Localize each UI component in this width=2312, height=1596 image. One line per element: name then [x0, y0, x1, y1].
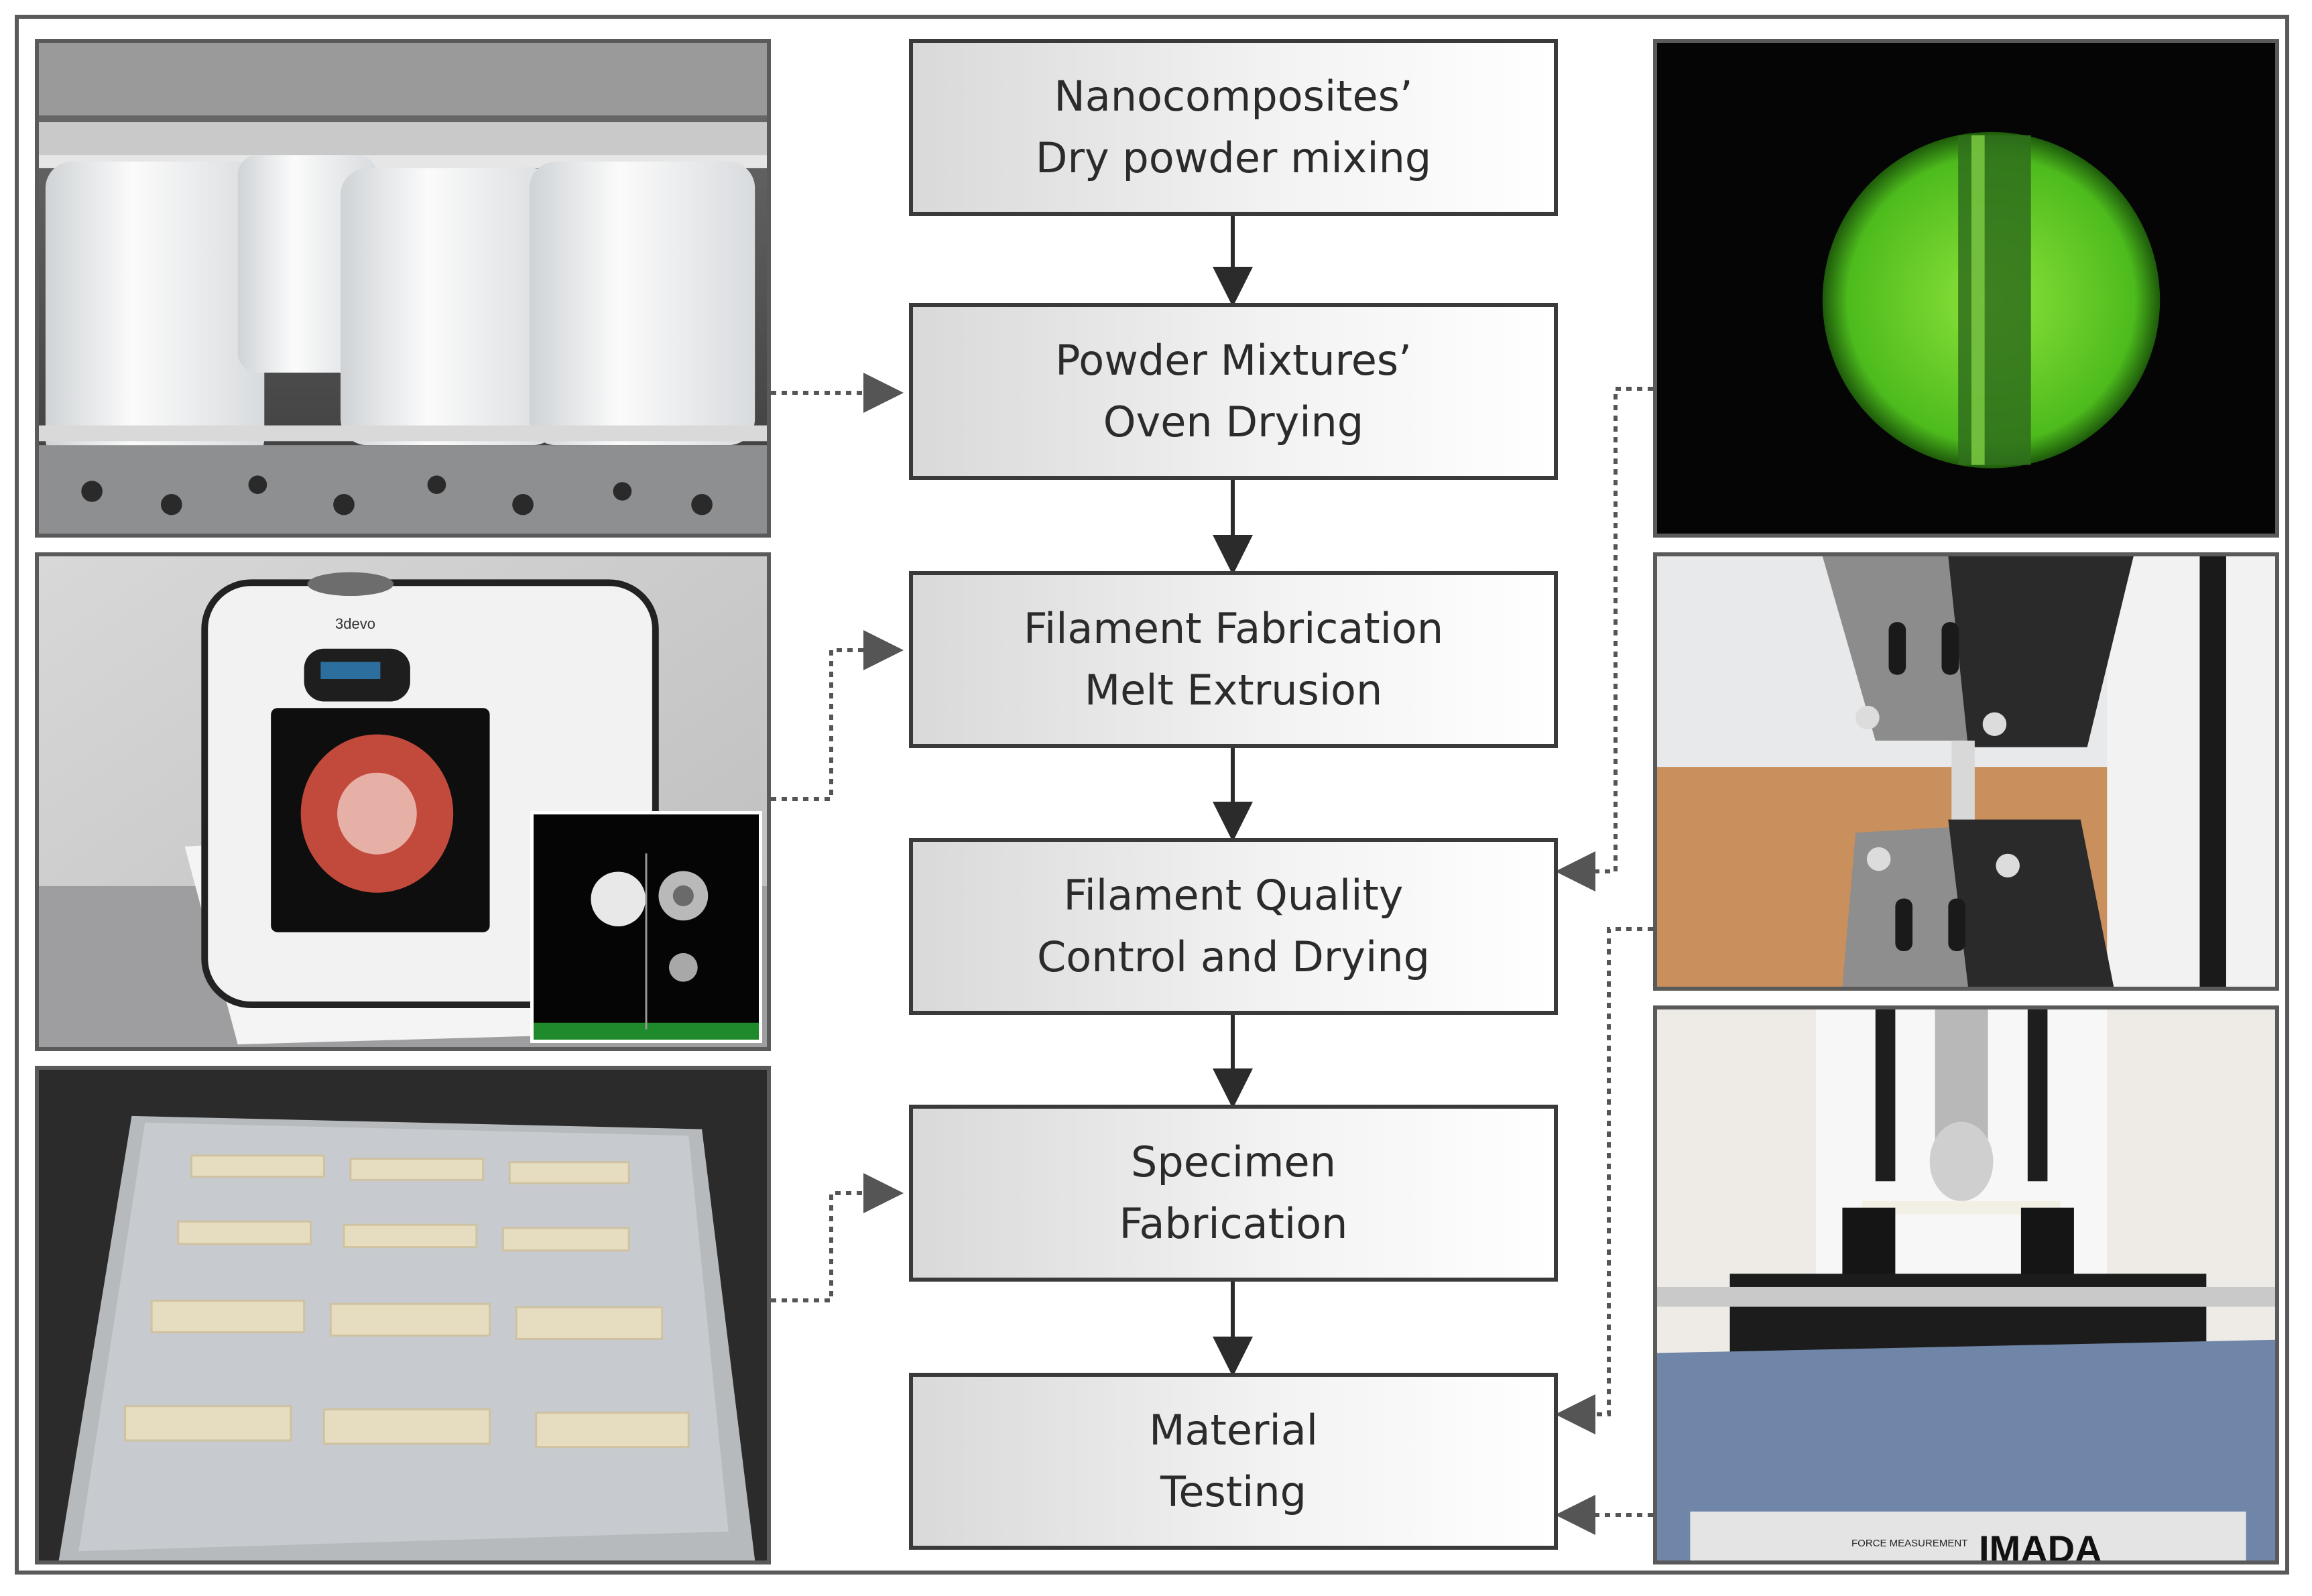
tester-caption: FORCE MEASUREMENT: [1851, 1538, 1968, 1549]
filament-inset-photo: [530, 811, 762, 1043]
step-2-line-2: Oven Drying: [1103, 397, 1364, 446]
figure-frame: [15, 15, 2289, 1575]
extruder-brand: 3devo: [335, 615, 375, 632]
step-oven-drying: Powder Mixtures’ Oven Drying: [909, 303, 1558, 480]
step-material-testing: Material Testing: [909, 1373, 1558, 1550]
step-1-line-1: Nanocomposites’: [1054, 72, 1413, 121]
step-filament-fabrication: Filament Fabrication Melt Extrusion: [909, 571, 1558, 748]
step-dry-powder-mixing: Nanocomposites’ Dry powder mixing: [909, 39, 1558, 216]
step-5-line-2: Fabrication: [1119, 1199, 1348, 1248]
step-specimen-fabrication: Specimen Fabrication: [909, 1105, 1558, 1282]
step-4-line-1: Filament Quality: [1063, 871, 1404, 920]
printed-specimens-photo: [35, 1066, 771, 1564]
step-5-line-1: Specimen: [1130, 1138, 1336, 1186]
step-2-line-1: Powder Mixtures’: [1055, 336, 1412, 385]
step-6-line-1: Material: [1149, 1406, 1318, 1455]
tensile-test-photo: [1653, 552, 2279, 991]
microscope-filament-photo: [1653, 39, 2279, 538]
step-3-line-1: Filament Fabrication: [1023, 604, 1444, 653]
oven-drying-photo: [35, 39, 771, 538]
flexural-test-photo: FORCE MEASUREMENT IMADA: [1653, 1005, 2279, 1564]
tester-brand: IMADA: [1979, 1528, 2102, 1564]
step-4-line-2: Control and Drying: [1037, 932, 1430, 981]
step-6-line-2: Testing: [1160, 1467, 1306, 1516]
step-1-line-2: Dry powder mixing: [1035, 133, 1432, 182]
extruder-photo: [35, 552, 771, 1051]
step-3-line-2: Melt Extrusion: [1084, 666, 1383, 715]
step-quality-control: Filament Quality Control and Drying: [909, 838, 1558, 1015]
